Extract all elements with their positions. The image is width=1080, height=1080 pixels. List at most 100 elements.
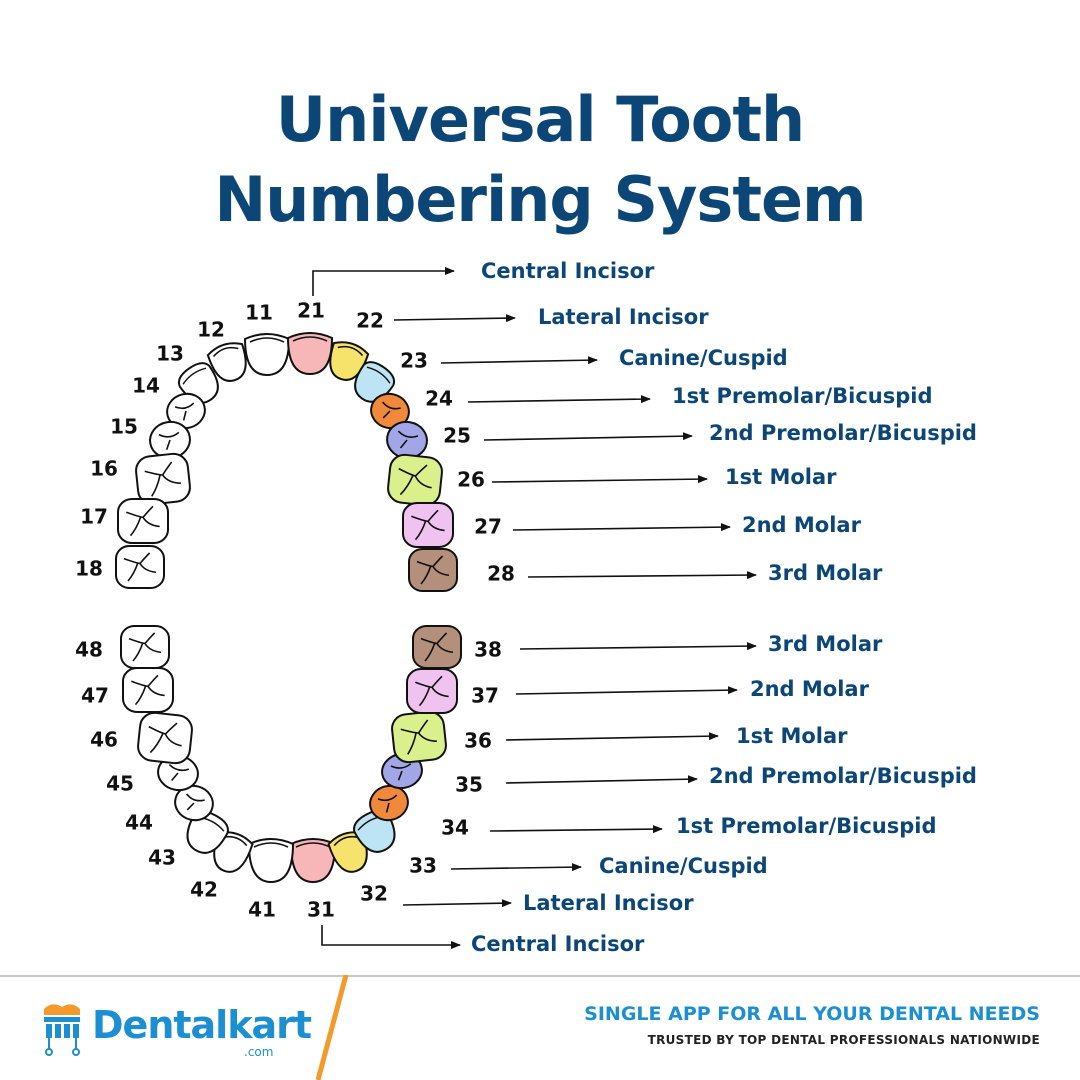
label-32: Lateral Incisor: [523, 891, 694, 915]
arrow-25: [483, 432, 693, 441]
label-24: 1st Premolar/Bicuspid: [672, 384, 933, 408]
tooth-36: [391, 710, 447, 764]
tooth-logo-icon: [44, 1004, 80, 1056]
arrow-32: [402, 899, 512, 908]
tooth-number-34: 34: [441, 816, 469, 840]
label-21: Central Incisor: [481, 259, 655, 283]
sub-tagline: TRUSTED BY TOP DENTAL PROFESSIONALS NATI…: [647, 1033, 1040, 1047]
tooth-number-47: 47: [81, 684, 109, 708]
tooth-34: [369, 784, 409, 822]
tooth-number-13: 13: [156, 342, 184, 366]
tooth-number-38: 38: [474, 638, 502, 662]
page-title: Universal Tooth Numbering System: [0, 80, 1080, 240]
tooth-number-37: 37: [471, 684, 499, 708]
tooth-number-33: 33: [409, 854, 437, 878]
arrow-36: [505, 732, 719, 741]
label-33: Canine/Cuspid: [599, 854, 768, 878]
arrow-34: [489, 825, 663, 834]
tooth-26: [387, 453, 443, 507]
tooth-number-28: 28: [487, 562, 515, 586]
tooth-42: [213, 831, 254, 873]
label-37: 2nd Molar: [750, 677, 870, 701]
tooth-11: [243, 333, 291, 377]
footer: Dentalkart .com SINGLE APP FOR ALL YOUR …: [0, 975, 1080, 1080]
tooth-number-16: 16: [90, 457, 118, 481]
arrow-33: [450, 863, 582, 872]
tooth-number-32: 32: [360, 882, 388, 906]
tooth-number-41: 41: [248, 898, 276, 922]
tooth-27: [402, 502, 454, 548]
tooth-24: [370, 392, 410, 430]
tooth-17: [117, 498, 169, 544]
tooth-number-45: 45: [106, 772, 134, 796]
arrow-22: [393, 314, 516, 323]
label-31: Central Incisor: [471, 932, 645, 956]
title-line-2: Numbering System: [214, 163, 866, 236]
tooth-31: [289, 838, 337, 884]
tooth-number-31: 31: [307, 898, 335, 922]
title-line-1: Universal Tooth: [275, 83, 805, 156]
tooth-number-27: 27: [474, 515, 502, 539]
tooth-number-21: 21: [297, 299, 325, 323]
tooth-number-43: 43: [148, 846, 176, 870]
tooth-37: [406, 668, 458, 714]
tooth-number-42: 42: [190, 878, 218, 902]
tooth-44: [174, 784, 214, 822]
tooth-38: [412, 625, 462, 669]
tooth-16: [135, 452, 191, 506]
arrow-38: [519, 642, 757, 651]
arrow-21: [312, 267, 455, 296]
tooth-21: [286, 332, 334, 376]
label-38: 3rd Molar: [768, 632, 883, 656]
brand-logo[interactable]: Dentalkart .com: [38, 1001, 312, 1061]
label-36: 1st Molar: [736, 724, 848, 748]
tooth-47: [122, 667, 174, 713]
tooth-48: [120, 625, 170, 669]
tooth-number-17: 17: [80, 505, 108, 529]
tooth-46: [137, 711, 193, 765]
tooth-18: [115, 545, 165, 589]
footer-divider: [0, 975, 1080, 977]
label-27: 2nd Molar: [742, 513, 862, 537]
tooth-12: [206, 342, 247, 382]
label-34: 1st Premolar/Bicuspid: [676, 814, 937, 838]
tooth-25: [386, 420, 428, 460]
arrow-23: [440, 356, 598, 365]
tooth-number-18: 18: [75, 557, 103, 581]
teeth-group: [115, 332, 462, 884]
label-26: 1st Molar: [725, 465, 837, 489]
brand-suffix: .com: [244, 1045, 274, 1059]
tooth-number-11: 11: [245, 301, 273, 325]
brand-name: Dentalkart: [92, 1003, 312, 1047]
tooth-number-44: 44: [125, 811, 153, 835]
label-28: 3rd Molar: [768, 561, 883, 585]
tooth-number-15: 15: [110, 415, 138, 439]
tooth-number-24: 24: [425, 387, 453, 411]
arrow-24: [467, 395, 651, 404]
arrow-28: [527, 571, 757, 580]
tooth-28: [408, 548, 458, 592]
arrow-37: [515, 686, 738, 695]
tooth-14: [166, 392, 206, 430]
arrow-35: [505, 775, 698, 784]
tooth-number-36: 36: [464, 729, 492, 753]
label-35: 2nd Premolar/Bicuspid: [709, 764, 977, 788]
label-22: Lateral Incisor: [538, 305, 709, 329]
tooth-23: [354, 361, 396, 403]
tooth-number-46: 46: [90, 728, 118, 752]
tooth-32: [327, 831, 368, 873]
tooth-41: [247, 838, 295, 884]
tooth-number-25: 25: [443, 424, 471, 448]
tooth-number-12: 12: [197, 318, 225, 342]
arrow-26: [491, 475, 708, 484]
tooth-number-22: 22: [356, 309, 384, 333]
tagline: SINGLE APP FOR ALL YOUR DENTAL NEEDS: [584, 1003, 1040, 1025]
tooth-number-14: 14: [132, 374, 160, 398]
tooth-number-48: 48: [75, 638, 103, 662]
tooth-number-35: 35: [455, 773, 483, 797]
arrow-27: [512, 523, 731, 532]
tooth-number-23: 23: [400, 349, 428, 373]
label-25: 2nd Premolar/Bicuspid: [709, 421, 977, 445]
